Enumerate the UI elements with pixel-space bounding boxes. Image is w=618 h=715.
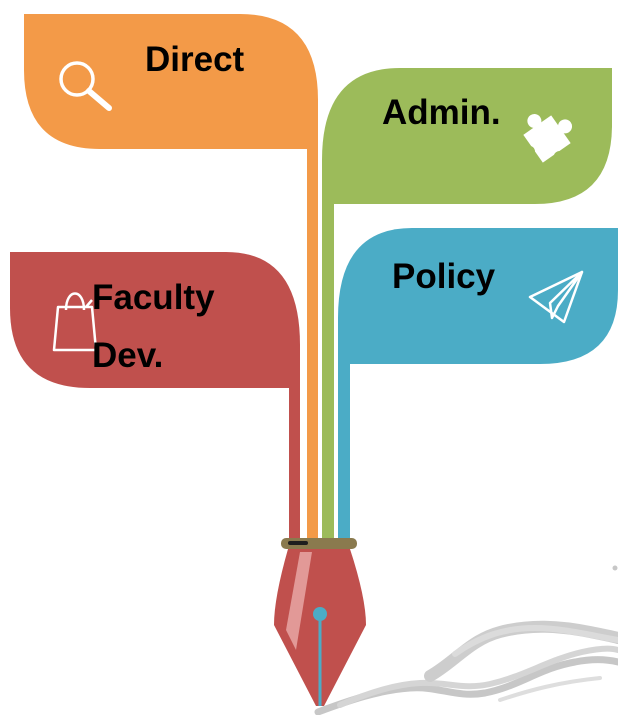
leaf-direct-shape — [24, 14, 318, 149]
leaf-policy — [338, 228, 618, 540]
shopping-bag-icon — [52, 292, 98, 352]
leaf-faculty-shape — [10, 252, 300, 388]
leaf-policy-label: Policy — [392, 257, 496, 296]
pen-nib — [274, 538, 366, 706]
puzzle-icon — [522, 113, 573, 164]
leaf-faculty-label-line-2: Dev. — [92, 336, 163, 375]
stem-faculty — [289, 345, 300, 540]
leaf-admin-shape — [322, 68, 612, 204]
stem-direct — [307, 110, 318, 540]
ink-stroke — [314, 565, 618, 715]
leaf-direct — [24, 14, 318, 540]
search-icon — [59, 61, 112, 111]
nib-ink-hole — [313, 607, 327, 621]
stem-admin — [322, 160, 334, 540]
leaf-direct-label: Direct — [145, 40, 245, 79]
paper-plane-icon — [528, 270, 584, 324]
leaf-faculty-label-line-1: Faculty — [92, 278, 215, 317]
nib-collar — [281, 538, 357, 549]
leaf-policy-shape — [338, 228, 618, 364]
leaf-faculty-dev — [10, 252, 300, 540]
leaf-admin-label: Admin. — [382, 93, 501, 132]
leaf-admin — [322, 68, 612, 540]
stem-policy — [338, 318, 350, 540]
nib-highlight — [286, 552, 312, 650]
